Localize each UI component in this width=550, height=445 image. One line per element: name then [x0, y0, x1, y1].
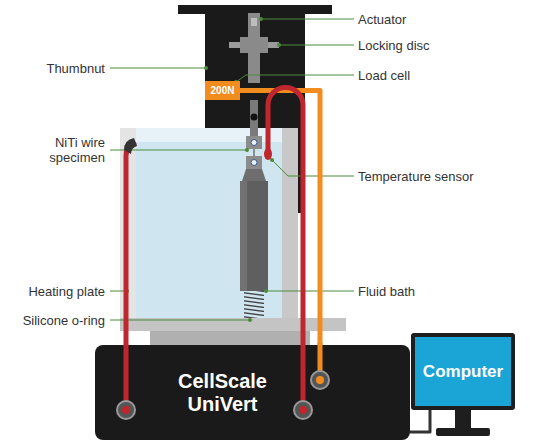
locking-hub [240, 37, 268, 53]
monitor-base [436, 428, 490, 436]
part-label: Actuator [356, 12, 408, 27]
silicone-o-ring [244, 291, 264, 318]
part-label: Thumbnut [44, 61, 107, 76]
node-text: 200N [211, 85, 235, 96]
part-label: Load cell [356, 68, 412, 83]
base-support [150, 331, 310, 345]
lower-grip [240, 181, 268, 291]
clamp-screw [251, 140, 257, 146]
computer-cable [410, 410, 430, 432]
pin [251, 114, 258, 121]
fluid-bath [136, 142, 282, 320]
heater-plug [124, 138, 137, 154]
top-bar [178, 5, 332, 14]
upper-clamp [246, 136, 262, 149]
node-text: Computer [423, 362, 503, 382]
grip-taper [242, 169, 266, 181]
leader-dots [125, 17, 281, 322]
niti-wire [253, 149, 254, 156]
clamp-screw [251, 160, 257, 166]
load-cell-box: 200N [205, 81, 240, 100]
part-label: Temperature sensor [356, 169, 476, 184]
node-text: CellScale UniVert [148, 370, 298, 416]
part-label: Silicone o-ring [21, 313, 107, 328]
actuator-detail [251, 18, 257, 26]
lower-clamp [246, 156, 262, 169]
part-label: Locking disc [356, 38, 432, 53]
leader-lines [110, 19, 354, 320]
univert-box: CellScale UniVert [95, 345, 410, 440]
computer-screen: Computer [411, 333, 515, 410]
part-label: NiTi wire specimen [19, 135, 107, 165]
part-label: Heating plate [26, 284, 107, 299]
load-cell-cable [240, 91, 320, 346]
part-label: Fluid bath [356, 284, 417, 299]
upper-grip-rod [250, 100, 258, 138]
monitor-neck [455, 408, 471, 429]
lower-grip-shade [240, 181, 247, 291]
temperature-sensor-tip [264, 148, 272, 160]
